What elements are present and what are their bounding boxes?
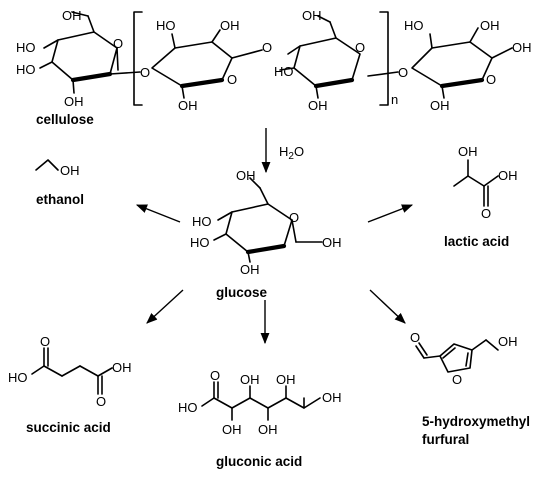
lactic-o-carbonyl: O	[481, 206, 491, 221]
lactic-oh-right: OH	[498, 168, 518, 183]
lactic-oh-top: OH	[458, 144, 478, 159]
c1-ho-2: HO	[16, 62, 36, 77]
lactic-acid-structure: OH OH O	[453, 144, 518, 221]
arrow-to-ethanol	[135, 204, 181, 223]
c3-oh-bottom: OH	[308, 98, 328, 113]
c2-ring-o: O	[227, 72, 237, 87]
glucose-ho-1: HO	[192, 214, 212, 229]
gluconic-oh-1: OH	[222, 422, 242, 437]
glucose-label: glucose	[216, 285, 268, 300]
hmf-structure: O O OH	[410, 330, 518, 387]
c3-ring-o: O	[355, 40, 365, 55]
c4-ho-top: HO	[404, 18, 424, 33]
c1-ho-1: HO	[16, 40, 36, 55]
ethanol-structure: OH	[35, 159, 80, 178]
bracket-left	[133, 11, 143, 106]
link-o-1: O	[140, 65, 150, 80]
cellulose-structure: OH HO HO OH O O HO OH OH O O	[16, 8, 532, 113]
c2-oh-bottom: OH	[178, 98, 198, 113]
hmf-ring-o: O	[452, 372, 462, 387]
c2-oh-top: OH	[220, 18, 240, 33]
c4-oh-right: OH	[512, 40, 532, 55]
polymer-n: n	[391, 92, 398, 107]
hmf-label-line-1: 5-hydroxymethyl	[422, 414, 530, 429]
gluconic-oh-3: OH	[258, 422, 278, 437]
succinic-acid-structure: O HO OH O	[8, 334, 132, 409]
gluconic-acid-label: gluconic acid	[216, 454, 302, 469]
succinic-o-top: O	[40, 334, 50, 349]
arrow-to-succinic-acid	[146, 289, 184, 324]
c3-oh-top: OH	[302, 8, 322, 23]
c1-oh-bottom: OH	[64, 94, 84, 109]
bracket-right	[379, 11, 389, 106]
arrow-to-hmf	[369, 289, 406, 324]
gluconic-ho: HO	[178, 400, 198, 415]
glucose-structure: OH HO HO OH O OH	[190, 168, 342, 277]
link-o-2: O	[262, 40, 272, 55]
c2-ho-top: HO	[156, 18, 176, 33]
c3-ho: HO	[274, 64, 294, 79]
succinic-oh: OH	[112, 360, 132, 375]
cellulose-label: cellulose	[36, 112, 94, 127]
cellulose-ring-1	[39, 11, 141, 94]
cellulose-ring-3	[279, 15, 361, 99]
glucose-oh-bottom: OH	[240, 262, 260, 277]
lactic-acid-label: lactic acid	[444, 234, 509, 249]
hmf-oh: OH	[498, 334, 518, 349]
gluconic-oh-2: OH	[240, 372, 260, 387]
gluconic-o-top: O	[210, 368, 220, 383]
c1-oh-top: OH	[62, 8, 82, 23]
svg-text:H2O: H2O	[279, 144, 304, 162]
water-o: O	[294, 144, 304, 159]
c4-oh-bottom: OH	[430, 98, 450, 113]
glucose-ring-o: O	[289, 210, 299, 225]
glucose-ho-2: HO	[190, 235, 210, 250]
gluconic-oh-5: OH	[322, 390, 342, 405]
glucose-oh-top: OH	[236, 168, 256, 183]
c1-ring-o: O	[113, 36, 123, 51]
succinic-ho: HO	[8, 370, 28, 385]
succinic-o-bottom: O	[96, 394, 106, 409]
water-h: H	[279, 144, 288, 159]
arrow-to-lactic-acid	[367, 204, 414, 223]
ethanol-oh: OH	[60, 163, 80, 178]
water-reagent-label: H2O	[279, 144, 304, 162]
c4-oh-top: OH	[480, 18, 500, 33]
cellulose-ring-2	[151, 29, 263, 99]
c4-ring-o: O	[486, 72, 496, 87]
cellulose-ring-4	[411, 27, 513, 99]
hmf-o-aldehyde: O	[410, 330, 420, 345]
glucose-oh-right: OH	[322, 235, 342, 250]
succinic-acid-label: succinic acid	[26, 420, 111, 435]
gluconic-acid-structure: O HO OH OH OH OH OH	[178, 368, 342, 437]
link-o-3: O	[398, 65, 408, 80]
ethanol-label: ethanol	[36, 192, 84, 207]
gluconic-oh-4: OH	[276, 372, 296, 387]
water-sub: 2	[288, 151, 294, 162]
hmf-label-line-2: furfural	[422, 432, 469, 447]
